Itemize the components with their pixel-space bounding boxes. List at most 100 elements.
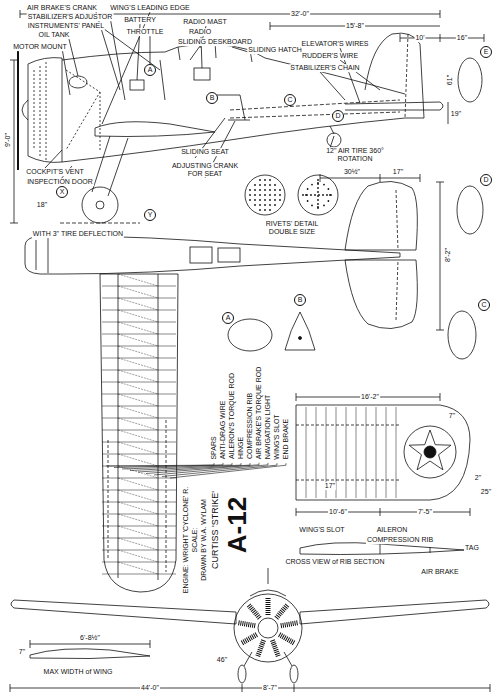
- part-label: ADJUSTING CRANK FOR SEAT: [169, 162, 241, 177]
- structure-strokes: [386, 407, 387, 498]
- plan-view: [190, 247, 212, 263]
- structure-strokes: [118, 526, 158, 538]
- aileron-panel: [424, 446, 436, 458]
- side-view: [69, 76, 87, 88]
- structure-strokes: [329, 194, 331, 196]
- structure-strokes: [317, 206, 319, 208]
- part-label: ENGINE: WRIGHT 'CYCLONE' R.: [182, 486, 190, 594]
- structure-strokes: [102, 478, 176, 479]
- structure-strokes: [118, 562, 158, 574]
- structure-strokes: [118, 490, 158, 502]
- part-label: CROSS VIEW of RIB SECTION: [284, 558, 385, 566]
- aileron-panel: [296, 425, 400, 480]
- part-label: SLIDING HATCH: [247, 46, 303, 54]
- structure-strokes: [254, 199, 256, 201]
- side-view: [82, 187, 118, 223]
- structure-strokes: [269, 194, 271, 196]
- plan-view: [25, 181, 444, 592]
- structure-strokes: [318, 194, 320, 196]
- part-label: AIR BRAKE'S TORQUE ROD: [255, 365, 263, 460]
- part-label: ANTI-DRAG WIRE: [219, 399, 227, 460]
- structure-strokes: [314, 194, 316, 196]
- structure-strokes: [317, 195, 319, 197]
- part-label: STABILIZER'S CHAIN: [289, 64, 360, 72]
- plan-view: [100, 274, 178, 592]
- structure-strokes: [118, 454, 158, 466]
- structure-strokes: [274, 204, 276, 206]
- callout-letter: A: [144, 64, 156, 76]
- section-views: [228, 319, 272, 351]
- side-view: [345, 102, 443, 110]
- part-label: AILERON: [376, 526, 409, 534]
- structure-strokes: [102, 418, 176, 419]
- part-label: COMPRESSION RIB: [246, 392, 254, 460]
- structure-strokes: [317, 179, 319, 181]
- structure-strokes: [327, 188, 329, 190]
- structure-strokes: [264, 179, 266, 181]
- structure-strokes: [102, 382, 176, 383]
- structure-strokes: [248, 604, 260, 618]
- structure-strokes: [241, 635, 257, 644]
- structure-strokes: [274, 194, 276, 196]
- part-label: SCALE:: [191, 527, 199, 554]
- side-view: [405, 34, 408, 118]
- side-view: [96, 201, 104, 209]
- structure-strokes: [102, 358, 176, 359]
- structure-strokes: [118, 430, 158, 442]
- structure-strokes: [269, 209, 271, 211]
- structure-strokes: [264, 194, 266, 196]
- dimension-label: 7": [448, 412, 456, 420]
- structure-strokes: [272, 640, 278, 657]
- part-label: SPARS: [210, 435, 218, 460]
- structure-strokes: [254, 194, 256, 196]
- structure-strokes: [102, 538, 176, 539]
- section-views: [228, 58, 483, 359]
- structure-strokes: [307, 200, 309, 202]
- structure-strokes: [259, 199, 261, 201]
- callout-letter: D: [332, 110, 344, 122]
- part-label: NAVIGATION LIGHT: [264, 393, 272, 460]
- part-label: CURTISS 'STRIKE': [211, 490, 221, 570]
- dimension-label: 18": [36, 201, 48, 209]
- side-view: [230, 100, 400, 118]
- structure-strokes: [311, 184, 313, 186]
- section-views: [448, 311, 476, 359]
- leader-line: [138, 463, 250, 472]
- structure-strokes: [237, 623, 255, 626]
- structure-strokes: [317, 203, 319, 205]
- part-label: RUDDER'S WIRE: [301, 52, 359, 60]
- structure-strokes: [102, 406, 176, 407]
- structure-strokes: [102, 298, 176, 299]
- part-label: HINGE: [237, 436, 245, 460]
- structure-strokes: [259, 209, 261, 211]
- part-label: WING'S SLOT: [273, 413, 281, 460]
- part-label: DRAWN BY W.A. WYLAM: [200, 498, 208, 582]
- part-label: AILERON'S TORQUE ROD: [228, 372, 236, 460]
- side-view: [160, 60, 165, 100]
- structure-strokes: [316, 407, 317, 498]
- structure-strokes: [269, 179, 271, 181]
- dimension-label: 19": [450, 110, 462, 118]
- structure-strokes: [118, 382, 158, 394]
- front-view: [30, 649, 150, 659]
- structure-strokes: [346, 407, 347, 498]
- structure-strokes: [254, 189, 256, 191]
- aileron-panel: [300, 543, 465, 555]
- part-label: SLIDING DESKBOARD: [177, 38, 253, 46]
- part-label: INSPECTION DOOR: [26, 178, 94, 186]
- part-label: END BRAKE: [282, 418, 290, 460]
- part-label: OIL TANK: [38, 31, 71, 39]
- side-view: [448, 102, 449, 124]
- side-view: [28, 58, 62, 163]
- structure-strokes: [396, 407, 397, 498]
- structure-strokes: [102, 310, 176, 311]
- part-label: AIR BRAKE: [420, 568, 459, 576]
- structure-strokes: [102, 430, 176, 431]
- plan-view: [218, 248, 240, 262]
- structure-strokes: [409, 430, 451, 470]
- structure-strokes: [307, 188, 309, 190]
- front-view: [268, 568, 269, 584]
- structure-strokes: [102, 562, 176, 563]
- structure-strokes: [102, 370, 176, 371]
- part-label: COMPRESSION RIB: [366, 536, 434, 544]
